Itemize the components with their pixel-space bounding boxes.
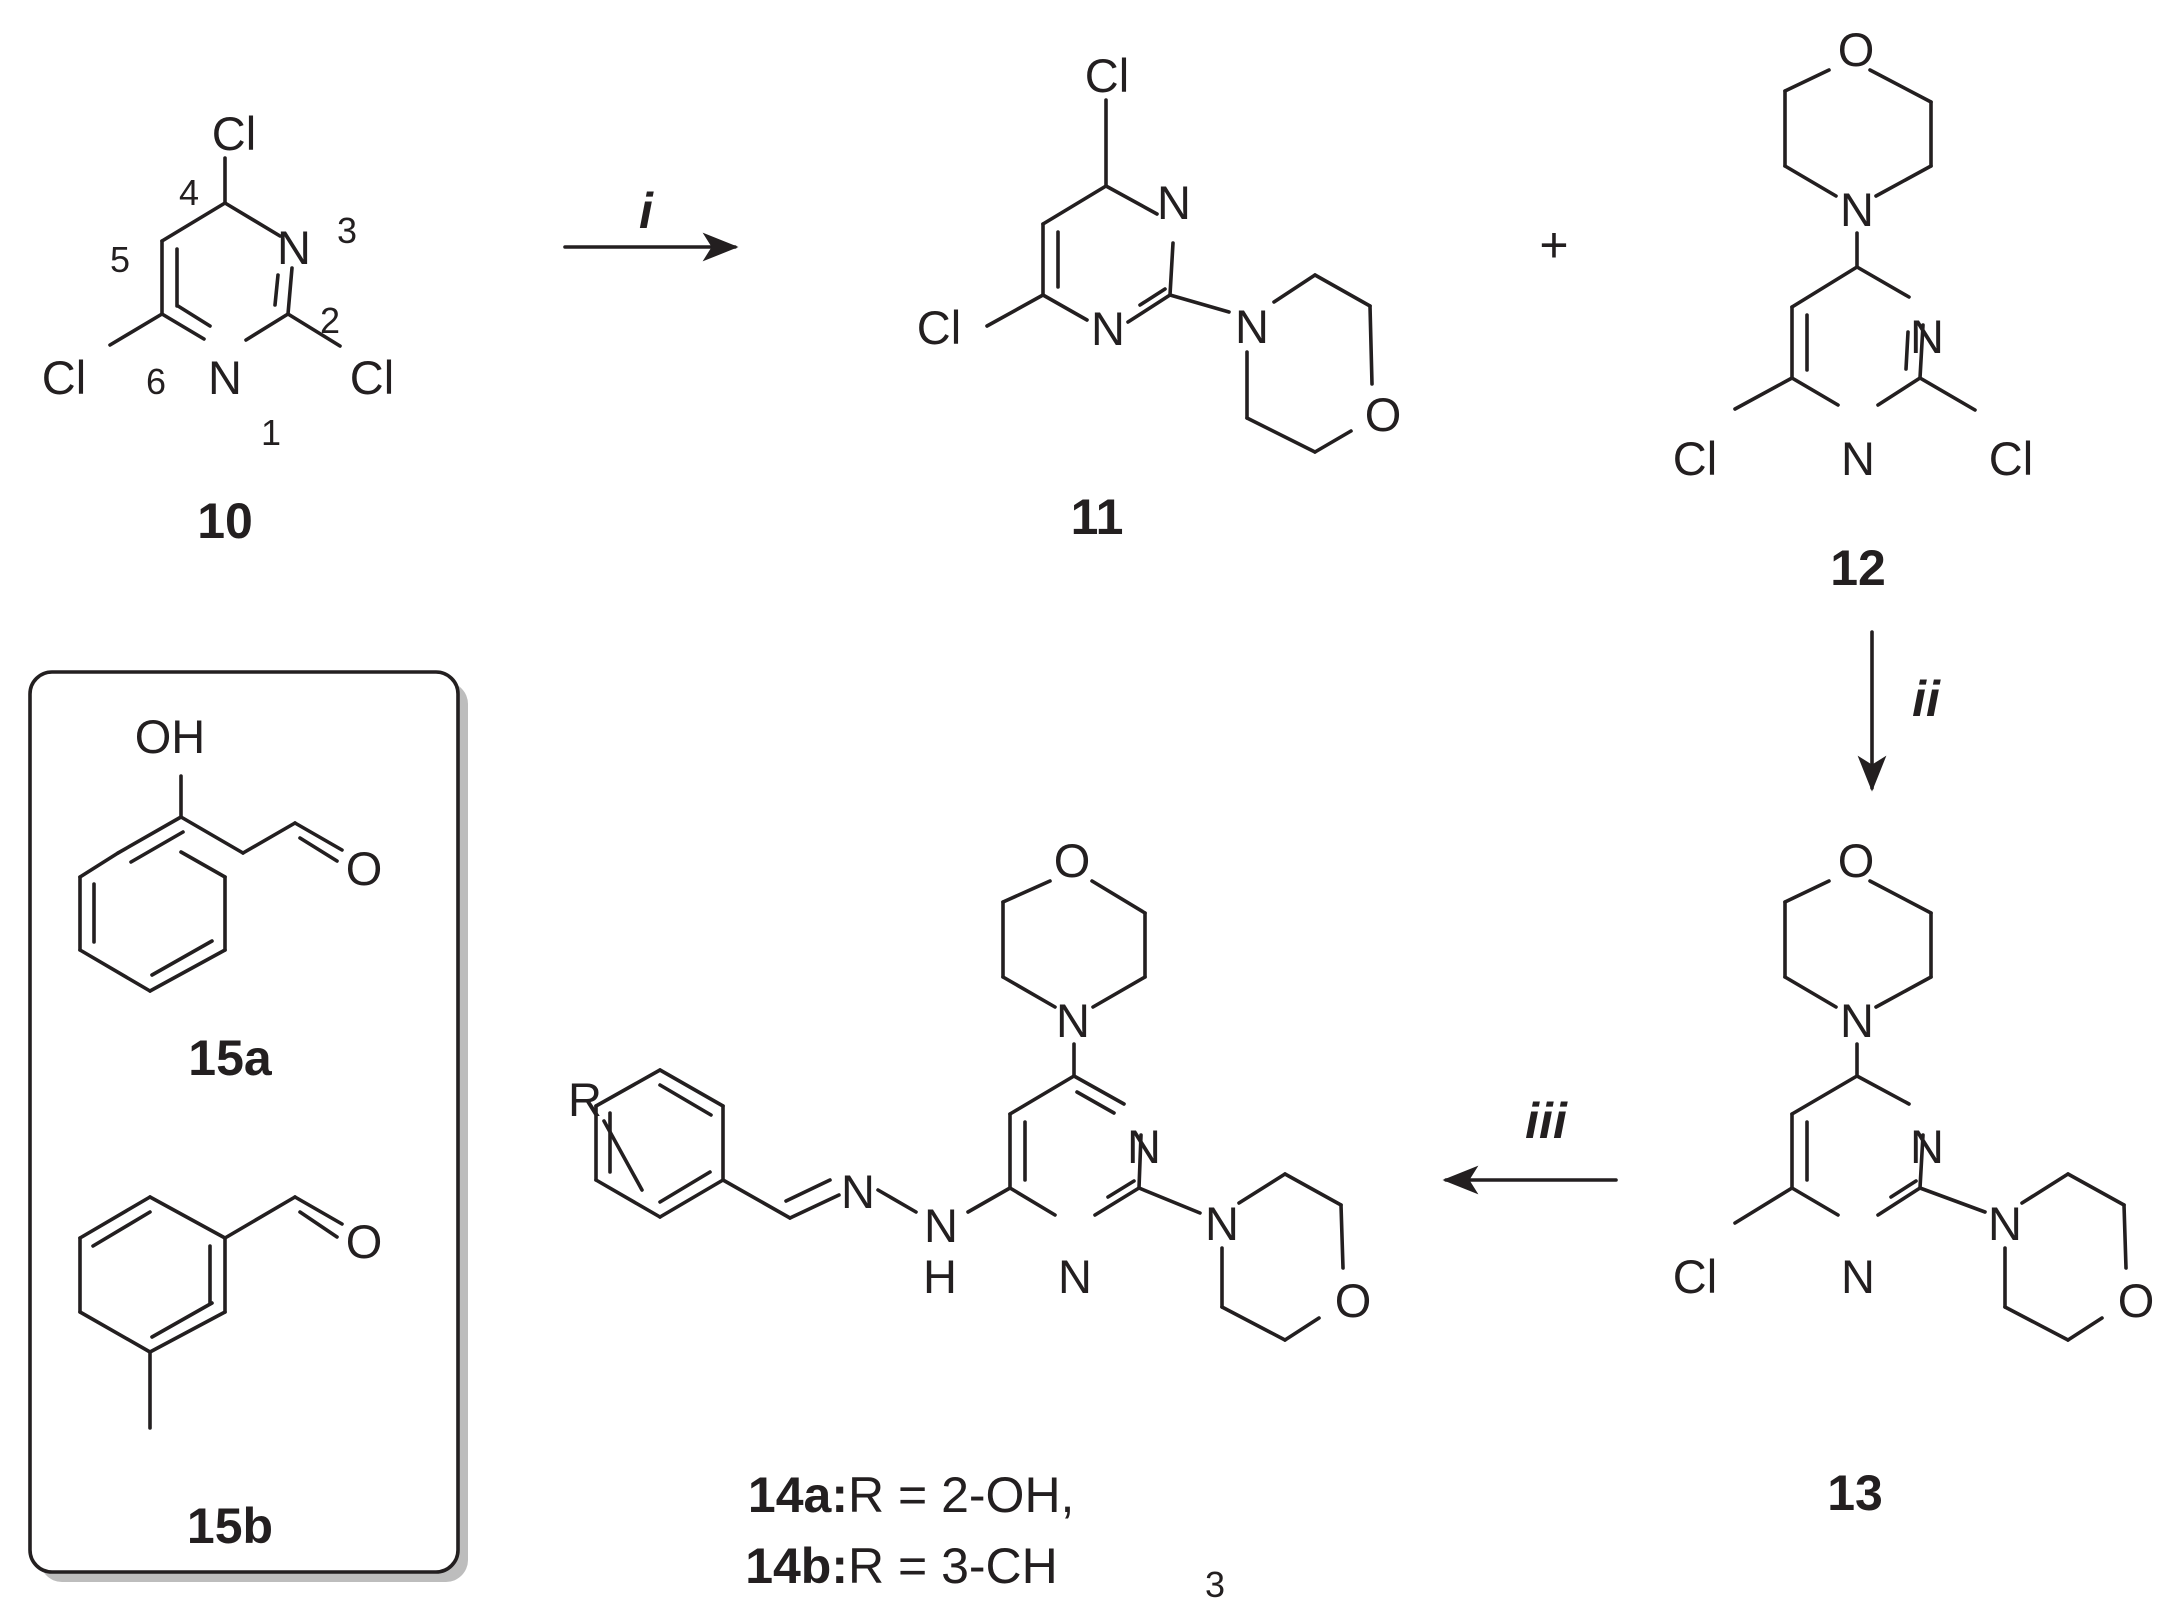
o-atom: O (346, 1215, 383, 1268)
n-atom: N (1910, 310, 1944, 363)
o-atom: O (346, 842, 383, 895)
arrow-step-iii: iii (1442, 1093, 1618, 1195)
ring-number-4: 4 (179, 172, 199, 213)
plus-sign: + (1539, 217, 1568, 273)
compound-14a-definition: R = 2-OH, (848, 1467, 1074, 1523)
cl-atom: Cl (1673, 432, 1717, 485)
compound-14b-definition: R = 3-CH (848, 1538, 1058, 1594)
n-atom: N (1840, 183, 1874, 236)
compound-13: O N N N N O Cl 13 (1673, 834, 2154, 1521)
compound-label-15b: 15b (187, 1498, 273, 1554)
compound-label-14a: 14a: (748, 1467, 848, 1523)
cl-atom: Cl (1989, 432, 2033, 485)
cl-atom: Cl (917, 301, 961, 354)
n-atom: N (1058, 1250, 1092, 1303)
cl-atom: Cl (212, 107, 256, 160)
reagent-label-ii: ii (1912, 671, 1941, 727)
n-atom: N (1841, 432, 1875, 485)
n-atom: N (208, 351, 242, 404)
compound-label-10: 10 (197, 493, 253, 549)
n-atom: N (277, 221, 311, 274)
arrow-step-i: i (563, 183, 739, 262)
cl-atom: Cl (42, 351, 86, 404)
oh-group: OH (135, 710, 206, 763)
nh-n-atom: N (924, 1199, 958, 1252)
n-atom: N (1910, 1120, 1944, 1173)
n-atom: N (1841, 1250, 1875, 1303)
ch3-subscript: 3 (1205, 1564, 1225, 1605)
ring-number-5: 5 (110, 239, 130, 280)
o-atom: O (1838, 834, 1875, 887)
n-atom: N (1205, 1197, 1239, 1250)
n-atom: N (1091, 302, 1125, 355)
compound-15b: O 15b (78, 1195, 383, 1554)
cl-atom: Cl (1673, 1250, 1717, 1303)
compound-label-14b: 14b: (745, 1538, 848, 1594)
compound-14: O N N N N O N H N R 14a: R = 2-OH, 14b: … (568, 834, 1371, 1605)
o-atom: O (1838, 23, 1875, 76)
box-frame (28, 670, 460, 1574)
reagent-label-i: i (639, 183, 654, 239)
r-group: R (568, 1073, 602, 1126)
ring-number-1: 1 (261, 412, 281, 453)
n-atom: N (1840, 994, 1874, 1047)
nh-h-atom: H (923, 1250, 957, 1303)
compound-label-11: 11 (1071, 489, 1124, 545)
ring-number-3: 3 (337, 210, 357, 251)
n-atom: N (1127, 1120, 1161, 1173)
o-atom: O (2118, 1274, 2155, 1327)
compound-label-12: 12 (1830, 540, 1886, 596)
imine-n-atom: N (841, 1165, 875, 1218)
o-atom: O (1335, 1274, 1372, 1327)
compound-11: Cl N N N O Cl 11 (917, 49, 1401, 545)
n-atom: N (1157, 176, 1191, 229)
arrow-step-ii: ii (1857, 630, 1941, 792)
aldehyde-box: OH O 15a O 15b (28, 670, 468, 1582)
n-atom: N (1988, 1197, 2022, 1250)
compound-10: Cl N N Cl Cl 1 2 3 4 5 6 10 (42, 107, 394, 549)
n-atom: N (1056, 994, 1090, 1047)
o-atom: O (1365, 388, 1402, 441)
ring-number-6: 6 (146, 361, 166, 402)
o-atom: O (1054, 834, 1091, 887)
compound-15a: OH O 15a (78, 710, 383, 1086)
compound-label-15a: 15a (188, 1030, 273, 1086)
reagent-label-iii: iii (1525, 1093, 1568, 1149)
compound-12: O N N N Cl Cl 12 (1673, 23, 2033, 596)
cl-atom: Cl (350, 351, 394, 404)
ring-number-2: 2 (320, 300, 340, 341)
cl-atom: Cl (1085, 49, 1129, 102)
compound-label-13: 13 (1827, 1465, 1883, 1521)
n-atom: N (1235, 300, 1269, 353)
